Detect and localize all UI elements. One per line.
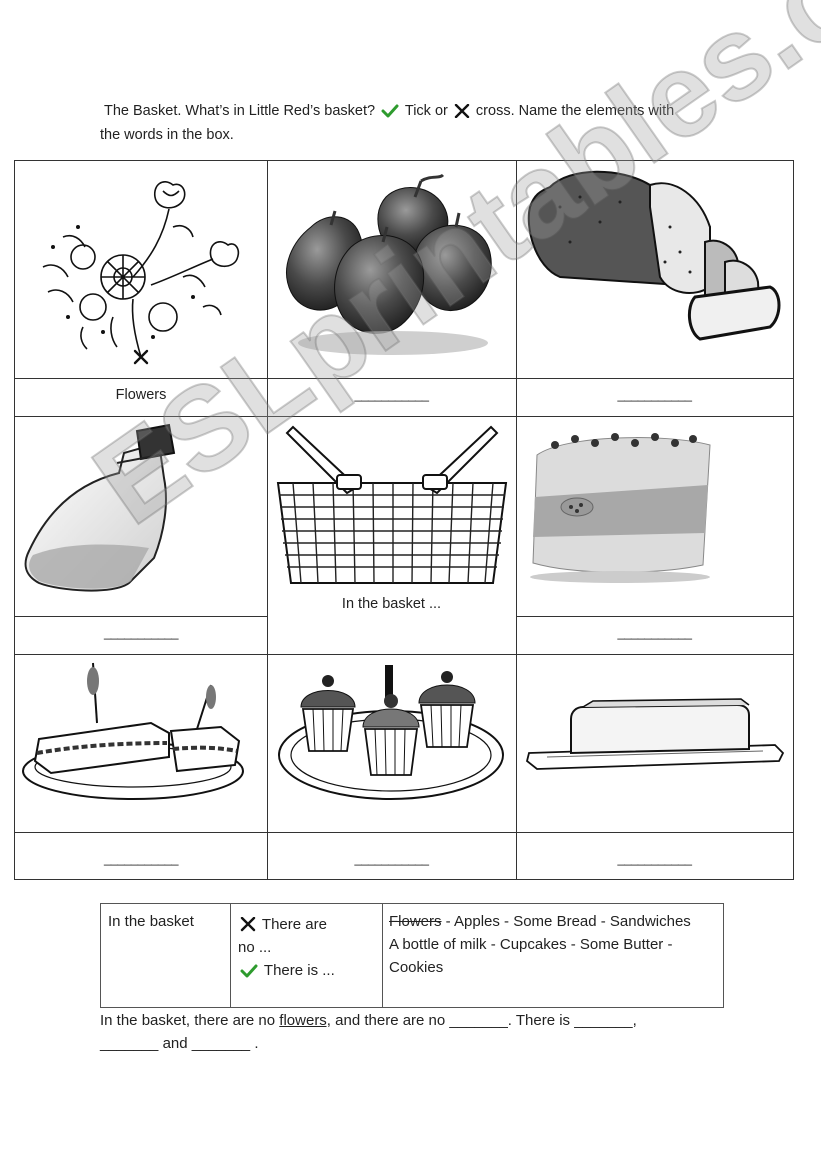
word-list-line2: A bottle of milk - Cupcakes - Some Butte… [389,936,673,953]
bread-blank[interactable]: ___________ [617,387,692,402]
butter-blank[interactable]: ___________ [617,851,692,866]
bottle-picture [19,423,263,613]
cross-icon [454,103,470,125]
fill-in-sentence: In the basket, there are no flowers, and… [100,1009,740,1055]
instructions: The Basket. What’s in Little Red’s baske… [100,101,740,146]
sentence-part2[interactable]: and there are no _______. There is _____… [330,1012,637,1029]
cookies-blank[interactable]: ___________ [617,625,692,640]
cookies-picture [525,425,790,613]
apples-picture [271,167,511,377]
sentence-underlined: flowers, [279,1012,331,1029]
flowers-caption: Flowers [115,387,167,403]
there-is-row: There is ... [238,959,335,985]
bottle-blank[interactable]: ___________ [103,625,179,640]
sentence-part3[interactable]: _______ and _______ . [100,1035,259,1052]
in-the-basket-label: In the basket [108,913,194,930]
cross-word: cross. Name the elements with [475,103,675,119]
word-list-line3: Cookies [389,959,444,976]
no-label: no ... [238,939,272,956]
sandwiches-blank[interactable]: ___________ [103,851,179,866]
picture-grid: Flowers ___________ [14,160,794,880]
basket-caption: In the basket ... [341,596,442,612]
there-is-label: There is ... [263,962,335,979]
flowers-cross-icon [133,349,149,365]
cupcakes-blank[interactable]: ___________ [354,851,429,866]
instructions-line2: the words in the box. [100,127,234,143]
cross-icon [240,916,256,939]
basket-picture [273,423,511,593]
butter-picture [523,691,789,791]
flowers-picture [23,167,263,377]
word-box-table: In the basket There are no ... There is … [100,903,724,1008]
check-icon [381,104,399,125]
bread-picture [520,167,790,377]
word-list-line1: - Apples - Some Bread - Sandwiches [441,913,691,930]
cupcakes-picture [273,659,511,829]
there-are-no-row: There are [238,913,327,939]
there-are-label: There are [261,916,327,933]
apples-blank[interactable]: ___________ [354,387,429,402]
instructions-title: The Basket. What’s in Little Red’s baske… [104,103,376,119]
check-icon [240,962,258,985]
sentence-part1: In the basket, there are no [100,1012,280,1029]
word-list: Flowers - Apples - Some Bread - Sandwich… [389,910,719,979]
word-flowers-struck: Flowers [389,913,442,930]
sandwiches-picture [21,661,263,829]
tick-word: Tick or [404,103,448,119]
